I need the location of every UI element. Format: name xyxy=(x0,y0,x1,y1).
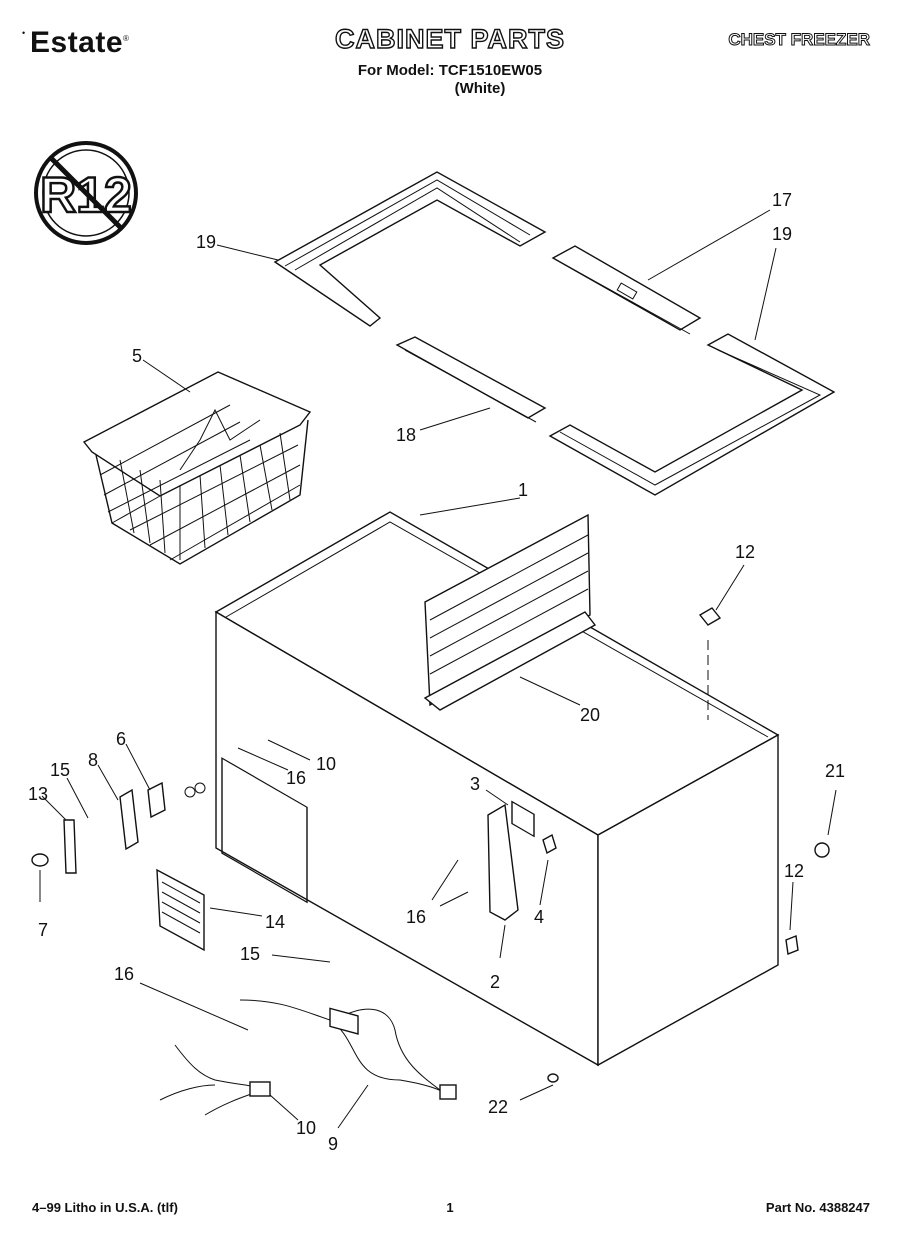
callout-20: 20 xyxy=(580,705,600,725)
callout-15: 15 xyxy=(50,760,70,780)
callout-5: 5 xyxy=(132,346,142,366)
page-number: 1 xyxy=(446,1200,454,1215)
callout-12: 12 xyxy=(784,861,804,881)
divider-panel xyxy=(423,513,597,711)
callout-19: 19 xyxy=(772,224,792,244)
callout-18: 18 xyxy=(396,425,416,445)
callout-leaders xyxy=(39,209,837,1129)
wiring-harness xyxy=(159,999,457,1116)
product-category: CHEST FREEZER xyxy=(728,30,871,50)
callout-3: 3 xyxy=(470,774,480,794)
control-parts xyxy=(31,781,830,1083)
brand-logo: Estate® xyxy=(30,26,130,59)
callout-21: 21 xyxy=(825,761,845,781)
callout-4: 4 xyxy=(534,907,544,927)
lid-hinge xyxy=(487,800,557,921)
callout-19: 19 xyxy=(196,232,216,252)
callout-1: 1 xyxy=(518,480,528,500)
cabinet-body xyxy=(214,511,780,1067)
callout-10: 10 xyxy=(316,754,336,774)
no-r12-prohibition-icon: R12 xyxy=(34,141,138,245)
callout-8: 8 xyxy=(88,750,98,770)
model-line: For Model: TCF1510EW05 xyxy=(357,62,543,79)
callout-13: 13 xyxy=(28,784,48,804)
callout-7: 7 xyxy=(38,920,48,940)
callout-2: 2 xyxy=(490,972,500,992)
breaker-strip-frame xyxy=(273,171,836,496)
callout-10: 10 xyxy=(296,1118,316,1138)
page-title: CABINET PARTS xyxy=(334,23,565,54)
callout-16: 16 xyxy=(406,907,426,927)
footer-litho: 4–99 Litho in U.S.A. (tlf) xyxy=(32,1200,178,1215)
callout-numbers: 19 17 19 5 18 1 12 20 10 16 6 8 15 13 7 … xyxy=(28,190,845,1154)
callout-6: 6 xyxy=(116,729,126,749)
wire-basket xyxy=(82,371,312,565)
callout-9: 9 xyxy=(328,1134,338,1154)
color-line: (White) xyxy=(454,80,506,97)
callout-15: 15 xyxy=(240,944,260,964)
callout-16: 16 xyxy=(286,768,306,788)
callout-22: 22 xyxy=(488,1097,508,1117)
callout-12: 12 xyxy=(735,542,755,562)
callout-17: 17 xyxy=(772,190,792,210)
callout-16: 16 xyxy=(114,964,134,984)
callout-14: 14 xyxy=(265,912,285,932)
logo-mark: • xyxy=(22,28,26,38)
part-number: Part No. 4388247 xyxy=(765,1200,870,1215)
